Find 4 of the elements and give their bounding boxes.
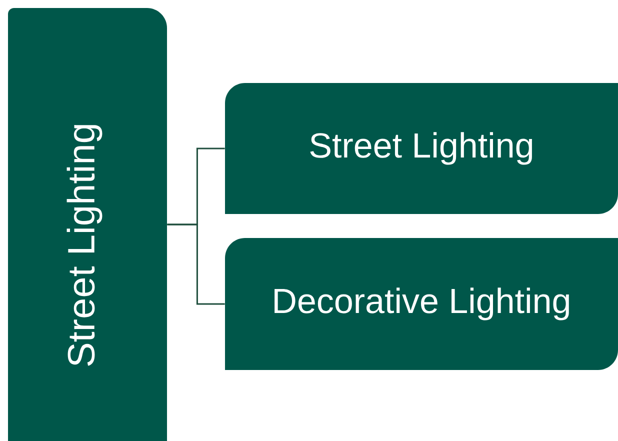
process-box: Decorative Lighting [225, 238, 618, 370]
connector-line [167, 224, 225, 305]
category-bar: Street Lighting [8, 8, 167, 441]
process-box: Street Lighting [225, 83, 618, 214]
